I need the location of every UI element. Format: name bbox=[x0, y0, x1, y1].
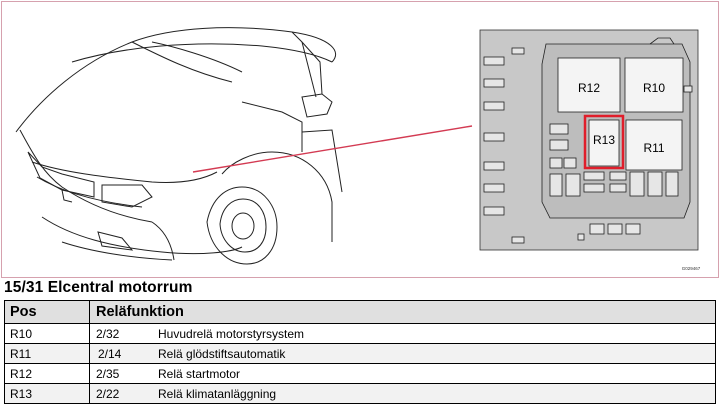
cell-function: 2/22 Relä klimatanläggning bbox=[89, 383, 716, 404]
relay-r12 bbox=[557, 57, 621, 113]
relay-label-r12: R12 bbox=[578, 81, 600, 95]
pointer-line bbox=[192, 125, 473, 173]
cell-function: 2/32 Huvudrelä motorstyrsystem bbox=[89, 323, 716, 344]
cell-code: 2/32 bbox=[96, 326, 120, 341]
relay-r11 bbox=[625, 119, 683, 171]
relay-table: Pos Reläfunktion R10 2/32 Huvudrelä motor… bbox=[4, 300, 716, 404]
table-row: R12 2/35 Relä startmotor bbox=[4, 363, 716, 384]
cell-code: 2/35 bbox=[96, 366, 120, 381]
cell-function: 2/35 Relä startmotor bbox=[89, 363, 716, 384]
fuse-box: R12 R10 R13 R11 bbox=[479, 29, 699, 251]
car-drawing bbox=[15, 27, 343, 265]
cell-function-text: Relä klimatanläggning bbox=[158, 386, 277, 401]
cell-code: 2/22 bbox=[96, 386, 120, 401]
relay-label-r10: R10 bbox=[643, 81, 665, 95]
table-row: R10 2/32 Huvudrelä motorstyrsystem bbox=[4, 323, 716, 344]
cell-code: 2/14 bbox=[98, 346, 122, 361]
table-row: R13 2/22 Relä klimatanläggning bbox=[4, 383, 716, 404]
table-row: R11 2/14 Relä glödstiftsautomatik bbox=[4, 343, 716, 364]
cell-pos: R13 bbox=[4, 383, 90, 404]
relay-r13-highlight bbox=[583, 114, 625, 170]
cell-function: 2/14 Relä glödstiftsautomatik bbox=[89, 343, 716, 364]
cell-function-text: Relä startmotor bbox=[158, 366, 241, 381]
cell-function-text: Relä glödstiftsautomatik bbox=[158, 346, 286, 361]
relay-label-r11: R11 bbox=[643, 141, 664, 155]
cell-function-text: Huvudrelä motorstyrsystem bbox=[158, 326, 305, 341]
header-function: Reläfunktion bbox=[89, 300, 716, 324]
table-header-row: Pos Reläfunktion bbox=[4, 300, 716, 324]
engine-bay-illustration: R12 R10 R13 R11 G029467 bbox=[15, 27, 701, 271]
cell-pos: R11 bbox=[4, 343, 90, 364]
figure-frame: R12 R10 R13 R11 G029467 bbox=[1, 1, 719, 278]
relay-r10 bbox=[624, 57, 684, 113]
relay-label-r13: R13 bbox=[593, 133, 615, 147]
cell-pos: R12 bbox=[4, 363, 90, 384]
cell-pos: R10 bbox=[4, 323, 90, 344]
section-title: 15/31 Elcentral motorrum bbox=[4, 279, 193, 296]
image-code: G029467 bbox=[682, 266, 701, 271]
header-pos: Pos bbox=[4, 300, 90, 324]
relay-r13 bbox=[588, 119, 620, 167]
